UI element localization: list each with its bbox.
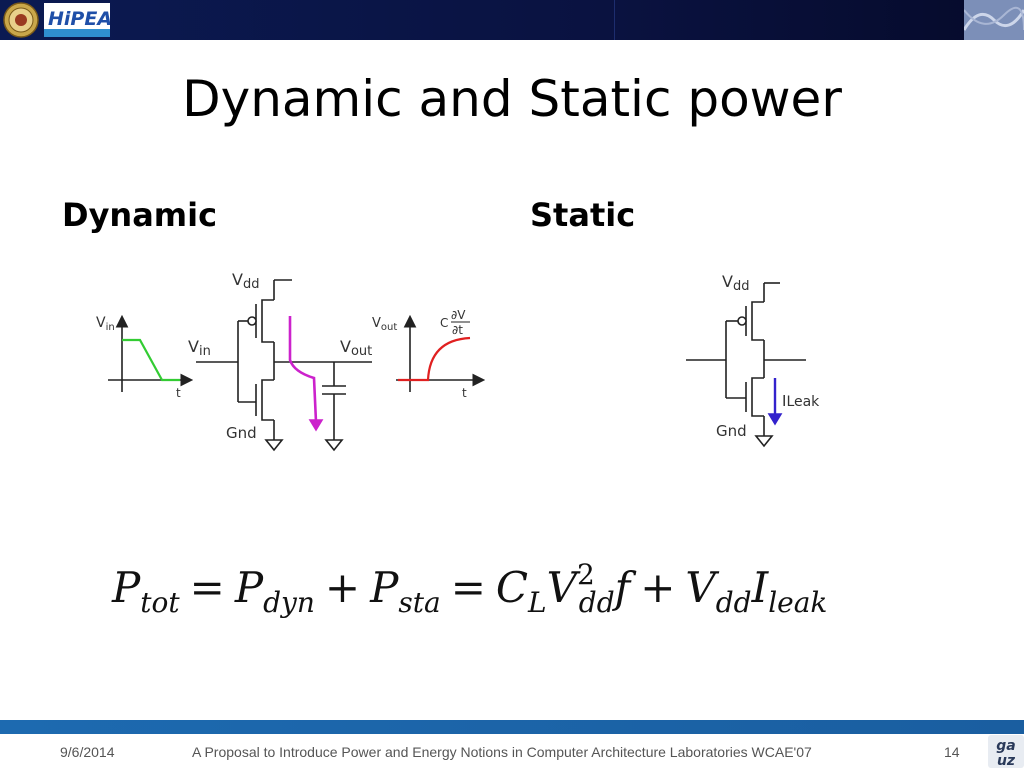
nmos-channel [261, 379, 274, 421]
output-charge-waveform [398, 336, 471, 382]
vdd-label: Vdd [232, 270, 259, 292]
current-arrow-head [308, 419, 324, 432]
gaz-logo-top: ga [996, 738, 1015, 754]
university-seal-logo [3, 2, 39, 38]
vout-label: Vout [340, 337, 372, 359]
cap-current-denominator: ∂t [452, 323, 463, 337]
gnd-label: Gnd [226, 424, 257, 442]
dynamic-inverter-circuit: Vdd Vin Vout Gnd [188, 270, 372, 452]
pmos-channel [261, 299, 274, 343]
slide-title: Dynamic and Static power [182, 70, 842, 128]
gaz-logo-bottom: uz [997, 753, 1016, 768]
leakage-arrow-head [767, 413, 783, 426]
hipeac-logo: HiPEAC [44, 3, 110, 37]
charging-current-path [288, 316, 318, 423]
static-heading: Static [530, 196, 636, 234]
corner-decoration [964, 0, 1024, 40]
dynamic-heading: Dynamic [62, 196, 218, 234]
pmos-bubble [247, 316, 257, 326]
vin-plot-label: Vin [96, 315, 115, 333]
ground-symbol-left [264, 439, 284, 452]
vin-label: Vin [188, 337, 211, 359]
static-nmos-channel [751, 377, 764, 417]
input-ramp-waveform [122, 338, 180, 382]
ground-symbol-right [324, 439, 344, 452]
cap-current-c: C [440, 316, 448, 330]
footer-date: 9/6/2014 [60, 744, 115, 760]
static-pmos-channel [751, 301, 764, 341]
header-seam [614, 0, 615, 40]
static-ground-symbol [754, 435, 774, 448]
input-waveform-plot: Vin t [96, 314, 194, 400]
footer-text: A Proposal to Introduce Power and Energy… [192, 744, 812, 760]
gaz-logo: ga uz [988, 735, 1024, 768]
power-formula: Ptot=Pdyn+Psta=CLV2ddf+VddIleak [112, 558, 828, 619]
static-vdd-label: Vdd [722, 272, 749, 294]
leakage-label: ILeak [782, 392, 820, 410]
static-gnd-label: Gnd [716, 422, 747, 440]
hipeac-logo-text: HiPEAC [48, 8, 110, 30]
footer-bar [0, 720, 1024, 734]
header-bar: HiPEAC [0, 0, 1024, 40]
static-inverter-circuit: Vdd Gnd ILeak [686, 272, 820, 448]
cap-current-numerator: ∂V [451, 308, 466, 322]
output-waveform-plot: Vout C ∂V ∂t t [372, 308, 486, 400]
static-pmos-bubble [737, 316, 747, 326]
footer-page-number: 14 [944, 744, 960, 760]
t-axis-label-left: t [176, 386, 181, 400]
t-axis-label-right: t [462, 386, 467, 400]
vout-plot-label: Vout [372, 316, 397, 333]
